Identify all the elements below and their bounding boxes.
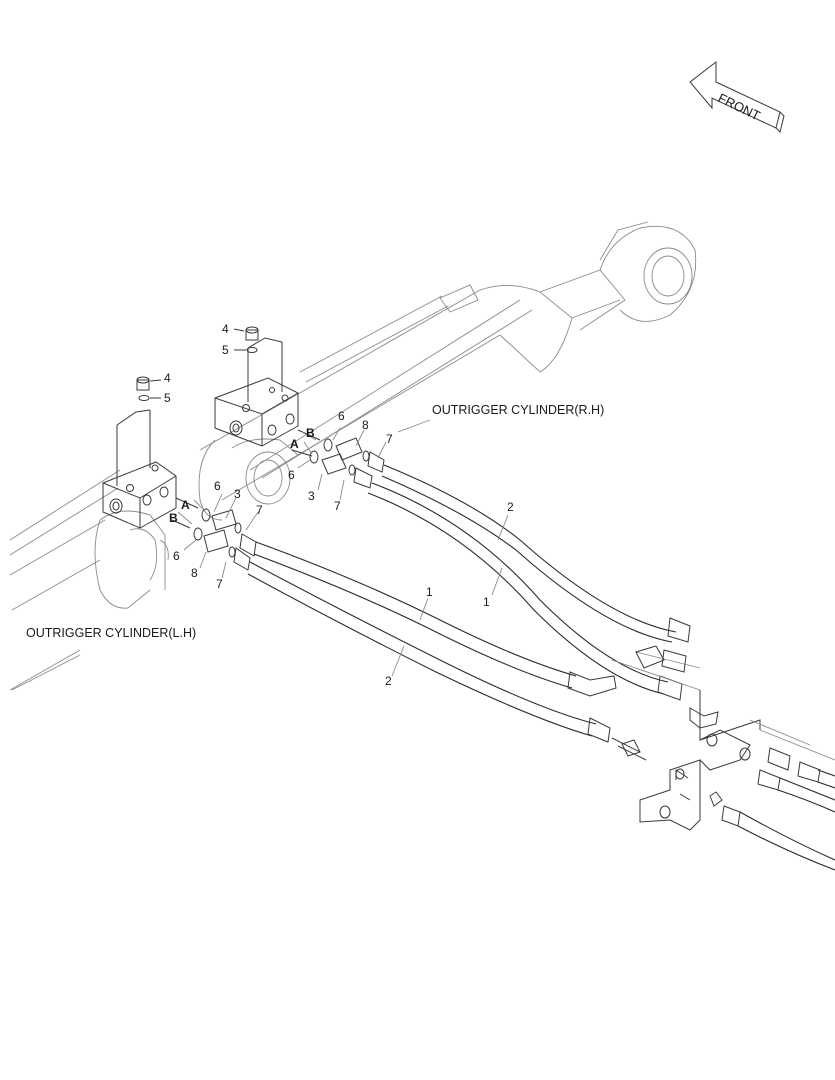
- rh-valve-block: [214, 337, 299, 447]
- callout-lh-6b: 6: [173, 549, 180, 563]
- callout-hose-2-upper: 2: [507, 500, 514, 514]
- callout-rh-6b: 6: [288, 468, 295, 482]
- rh-port-b-label: B: [306, 426, 315, 440]
- callout-lh-7b: 7: [216, 577, 223, 591]
- callout-lh-4: 4: [164, 371, 171, 385]
- rh-port-a-label: A: [290, 437, 299, 451]
- plug-lh-icon: [136, 376, 162, 401]
- callout-hose-1-lower: 1: [426, 585, 433, 599]
- front-label: FRONT: [716, 90, 763, 123]
- plug-rh-icon: [233, 326, 259, 353]
- hoses: [247, 464, 691, 743]
- callout-lh-5: 5: [164, 391, 171, 405]
- cylinder-rh-label: OUTRIGGER CYLINDER(R.H): [432, 403, 604, 417]
- callout-rh-7b: 7: [334, 499, 341, 513]
- lh-port-a-label: A: [181, 498, 190, 512]
- front-arrow-icon: FRONT: [689, 60, 785, 133]
- callout-lh-8: 8: [191, 566, 198, 580]
- mounting-bracket: [611, 645, 835, 871]
- callout-lh-3: 3: [234, 487, 241, 501]
- leader-lines: [11, 419, 509, 691]
- callout-rh-5: 5: [222, 343, 229, 357]
- callout-rh-8: 8: [362, 418, 369, 432]
- callout-hose-2-lower: 2: [385, 674, 392, 688]
- callout-hose-1-upper: 1: [483, 595, 490, 609]
- callout-rh-6a: 6: [338, 409, 345, 423]
- callout-rh-7a: 7: [386, 432, 393, 446]
- callout-lh-6a: 6: [214, 479, 221, 493]
- rh-cylinder: [198, 221, 697, 521]
- lh-cylinder: [9, 469, 169, 691]
- callout-rh-3: 3: [308, 489, 315, 503]
- callout-lh-7a: 7: [256, 503, 263, 517]
- callout-rh-4: 4: [222, 322, 229, 336]
- rh-fittings: [291, 429, 385, 489]
- lh-fittings: [171, 497, 257, 571]
- cylinder-lh-label: OUTRIGGER CYLINDER(L.H): [26, 626, 196, 640]
- lh-valve-block: [102, 409, 177, 529]
- lh-port-b-label: B: [169, 511, 178, 525]
